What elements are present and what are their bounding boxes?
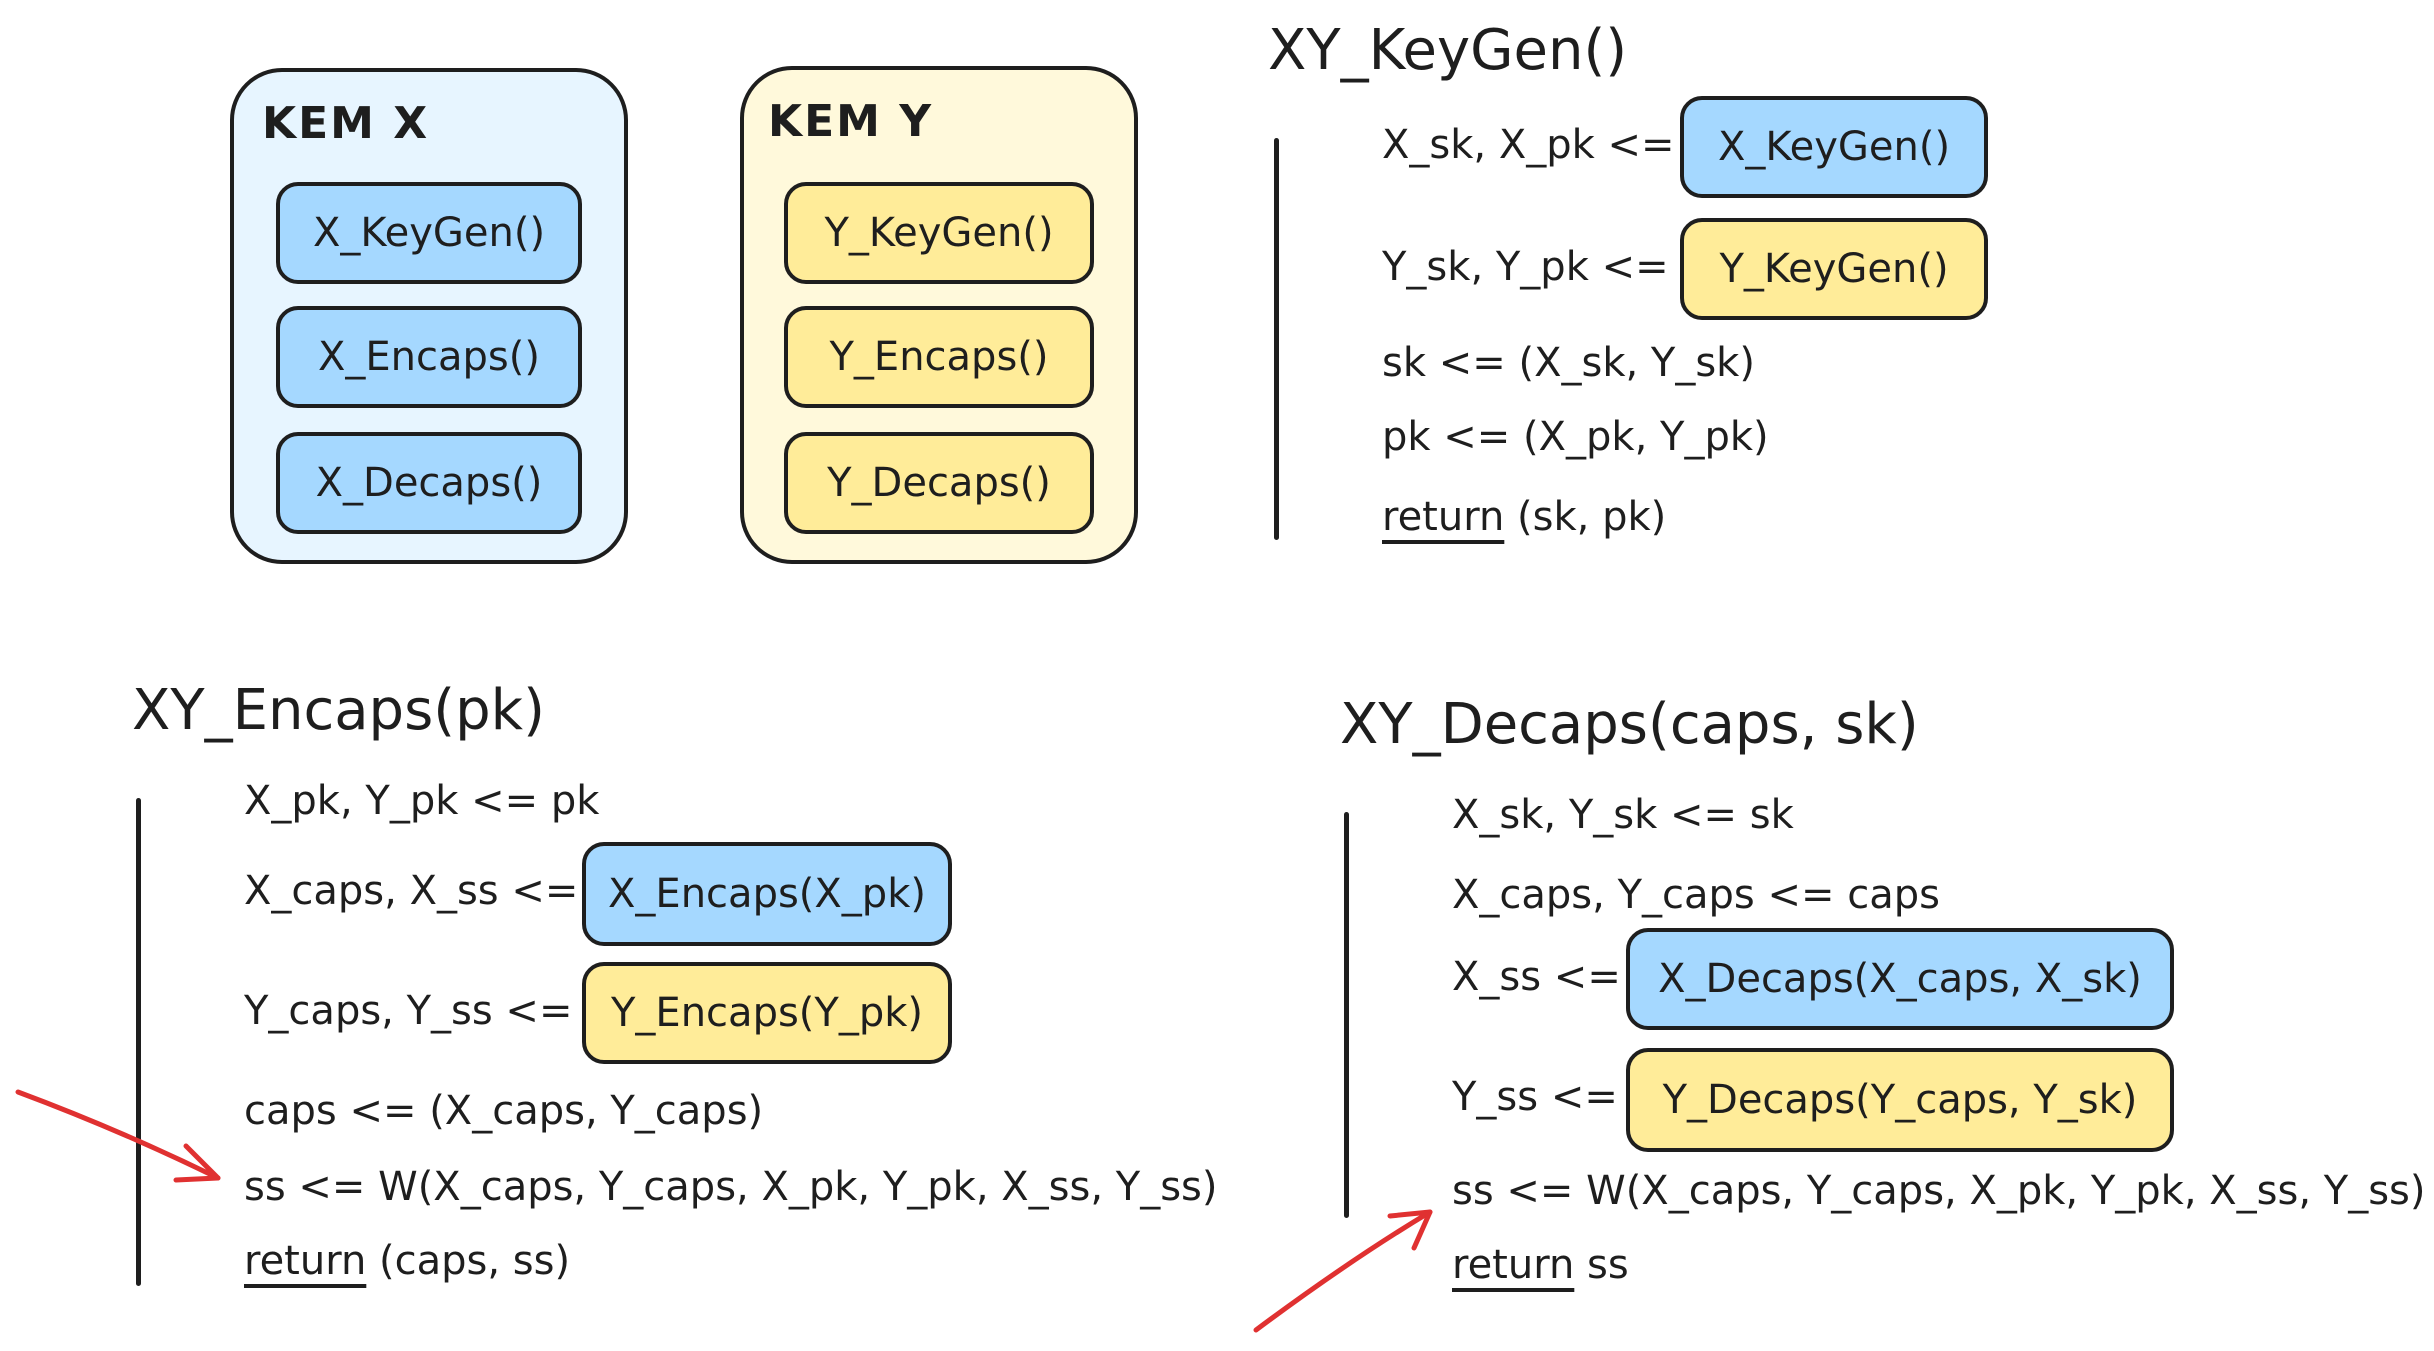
decaps-line5: ss <= W(X_caps, Y_caps, X_pk, Y_pk, X_ss… — [1452, 1168, 2426, 1214]
kem-y-title: KEM Y — [768, 96, 934, 147]
x-encaps-box: X_Encaps() — [276, 306, 582, 408]
encaps-line4: caps <= (X_caps, Y_caps) — [244, 1088, 764, 1134]
encaps-return-line: return (caps, ss) — [244, 1238, 570, 1284]
encaps-y-encaps-box: Y_Encaps(Y_pk) — [582, 962, 952, 1064]
keygen-line1-lhs: X_sk, X_pk <= — [1382, 122, 1675, 168]
decaps-heading: XY_Decaps(caps, sk) — [1340, 692, 1919, 757]
keygen-x-keygen-box: X_KeyGen() — [1680, 96, 1988, 198]
keygen-line2-lhs: Y_sk, Y_pk <= — [1382, 244, 1669, 290]
x-decaps-box: X_Decaps() — [276, 432, 582, 534]
decaps-block-bar — [1344, 812, 1349, 1218]
encaps-return-value: (caps, ss) — [379, 1238, 571, 1284]
decaps-return-keyword: return — [1452, 1242, 1575, 1288]
encaps-red-arrow — [15, 1089, 221, 1183]
keygen-return-keyword: return — [1382, 494, 1505, 540]
keygen-heading: XY_KeyGen() — [1268, 18, 1628, 83]
decaps-y-decaps-box: Y_Decaps(Y_caps, Y_sk) — [1626, 1048, 2174, 1152]
decaps-line4-lhs: Y_ss <= — [1452, 1074, 1618, 1120]
encaps-heading: XY_Encaps(pk) — [132, 678, 545, 743]
encaps-return-keyword: return — [244, 1238, 367, 1284]
kem-x-title: KEM X — [262, 98, 430, 149]
decaps-x-decaps-box: X_Decaps(X_caps, X_sk) — [1626, 928, 2174, 1030]
decaps-line3-lhs: X_ss <= — [1452, 954, 1621, 1000]
y-decaps-box: Y_Decaps() — [784, 432, 1094, 534]
keygen-return-line: return (sk, pk) — [1382, 494, 1666, 540]
keygen-return-value: (sk, pk) — [1517, 494, 1667, 540]
y-encaps-box: Y_Encaps() — [784, 306, 1094, 408]
decaps-return-value: ss — [1587, 1242, 1629, 1288]
decaps-line2: X_caps, Y_caps <= caps — [1452, 872, 1940, 918]
keygen-line3: sk <= (X_sk, Y_sk) — [1382, 340, 1755, 386]
encaps-line3-lhs: Y_caps, Y_ss <= — [244, 988, 573, 1034]
keygen-y-keygen-box: Y_KeyGen() — [1680, 218, 1988, 320]
keygen-block-bar — [1274, 138, 1279, 540]
encaps-line1: X_pk, Y_pk <= pk — [244, 778, 600, 824]
decaps-line1: X_sk, Y_sk <= sk — [1452, 792, 1794, 838]
encaps-x-encaps-box: X_Encaps(X_pk) — [582, 842, 952, 946]
encaps-block-bar — [136, 798, 141, 1286]
encaps-line2-lhs: X_caps, X_ss <= — [244, 868, 579, 914]
y-keygen-box: Y_KeyGen() — [784, 182, 1094, 284]
keygen-line4: pk <= (X_pk, Y_pk) — [1382, 414, 1769, 460]
encaps-line5: ss <= W(X_caps, Y_caps, X_pk, Y_pk, X_ss… — [244, 1164, 1218, 1210]
decaps-red-arrow — [1253, 1209, 1433, 1333]
decaps-return-line: return ss — [1452, 1242, 1629, 1288]
x-keygen-box: X_KeyGen() — [276, 182, 582, 284]
